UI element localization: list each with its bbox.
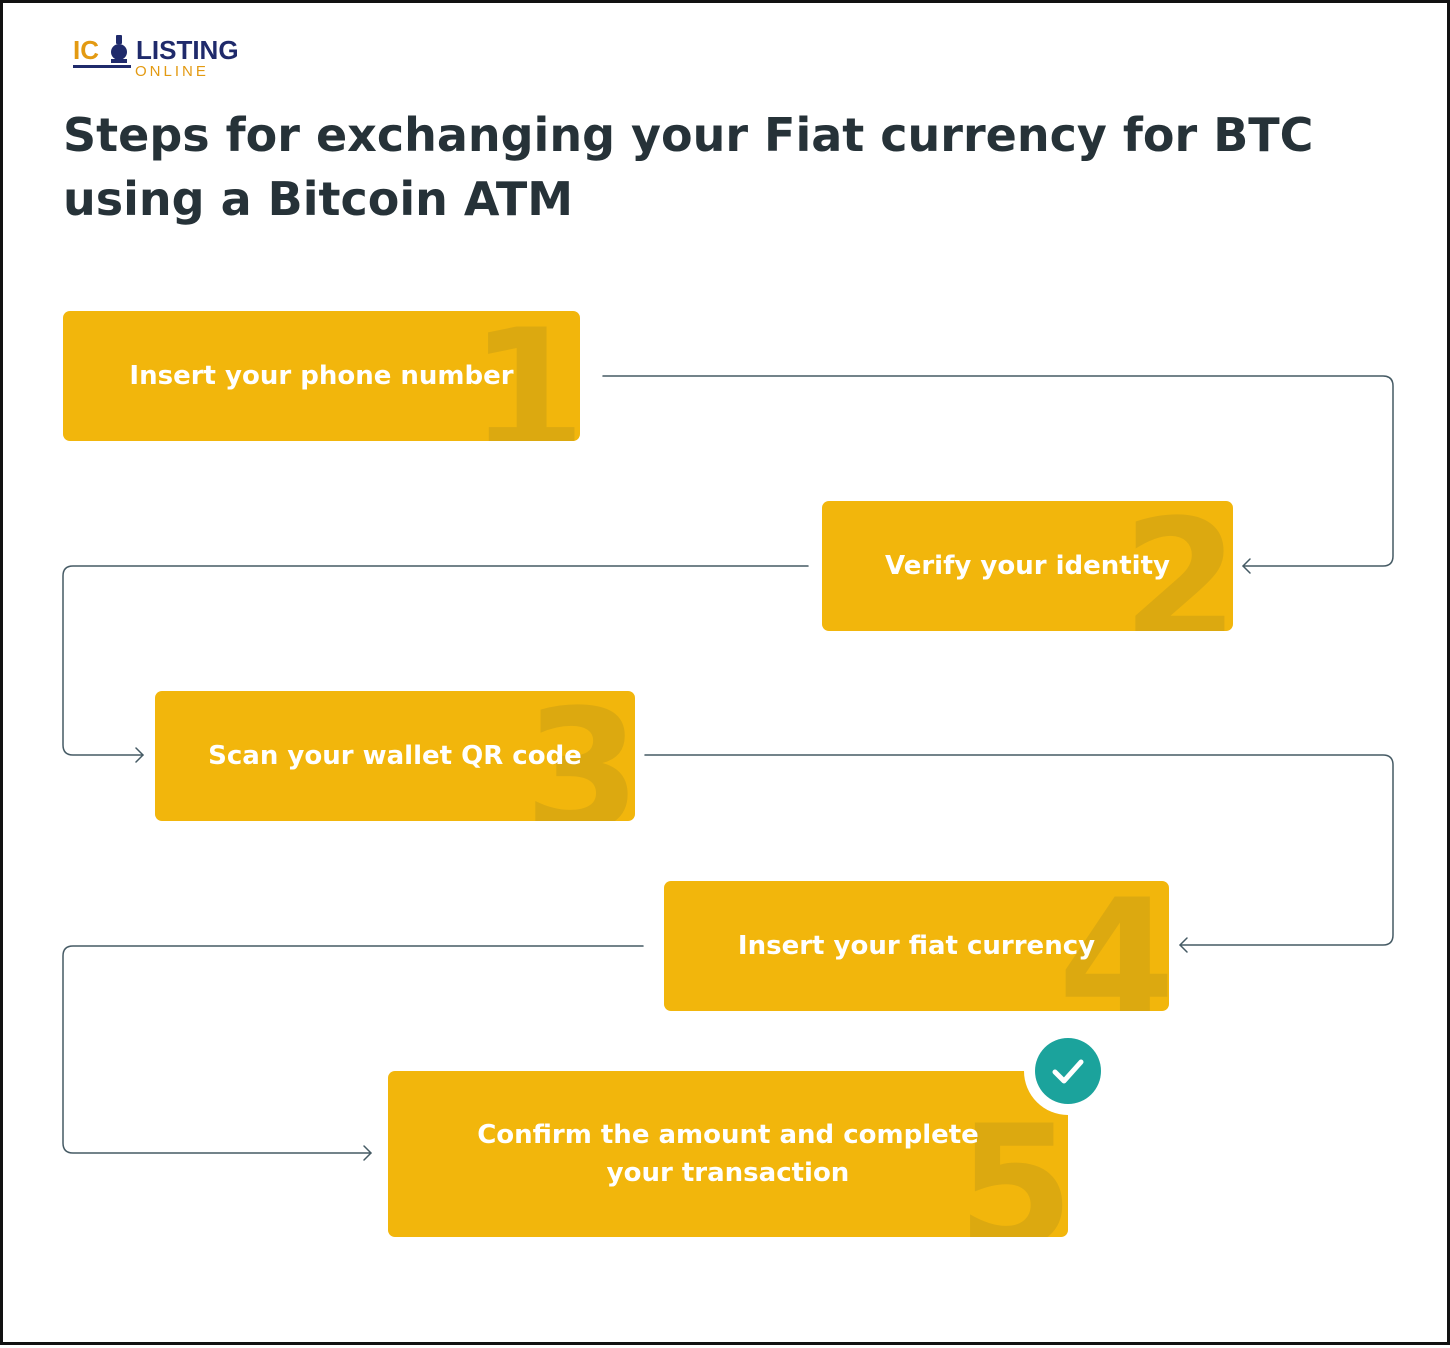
connector-2-to-3 bbox=[62, 565, 809, 756]
step-2-box: 2 Verify your identity bbox=[822, 501, 1233, 631]
step-5-number: 5 bbox=[957, 1089, 1068, 1237]
arrowhead-into-step-4 bbox=[1179, 937, 1188, 953]
step-3-label: Scan your wallet QR code bbox=[208, 741, 582, 771]
step-2-number: 2 bbox=[1122, 501, 1233, 631]
step-4-number: 4 bbox=[1058, 881, 1169, 1011]
step-1-number: 1 bbox=[469, 311, 580, 441]
step-5-box: 5 Confirm the amount and complete your t… bbox=[388, 1071, 1068, 1237]
step-4-box: 4 Insert your fiat currency bbox=[664, 881, 1169, 1011]
logo-part-online: ONLINE bbox=[135, 63, 209, 80]
logo-figure-icon bbox=[111, 35, 127, 63]
connector-3-to-4 bbox=[644, 754, 1394, 946]
step-1-box: 1 Insert your phone number bbox=[63, 311, 580, 441]
step-3-box: 3 Scan your wallet QR code bbox=[155, 691, 635, 821]
step-5-label: Confirm the amount and complete your tra… bbox=[477, 1120, 979, 1188]
step-3-number: 3 bbox=[524, 691, 635, 821]
step-4-label: Insert your fiat currency bbox=[737, 931, 1096, 961]
arrowhead-into-step-3 bbox=[135, 747, 144, 763]
ico-listing-online-logo: IC LISTING ONLINE bbox=[73, 35, 239, 80]
check-icon bbox=[1052, 1059, 1084, 1084]
arrowhead-into-step-5 bbox=[363, 1145, 372, 1161]
flow-connectors bbox=[62, 375, 1394, 1161]
arrowhead-into-step-2 bbox=[1242, 558, 1251, 574]
logo-part-ic: IC bbox=[73, 35, 99, 65]
connector-4-to-5 bbox=[62, 945, 644, 1154]
step-1-label: Insert your phone number bbox=[129, 361, 514, 391]
page-title: Steps for exchanging your Fiat currency … bbox=[63, 108, 1314, 226]
step-2-label: Verify your identity bbox=[885, 551, 1170, 581]
connector-1-to-2 bbox=[602, 375, 1394, 567]
logo-part-listing: LISTING bbox=[136, 35, 239, 65]
check-badge bbox=[1024, 1027, 1112, 1115]
